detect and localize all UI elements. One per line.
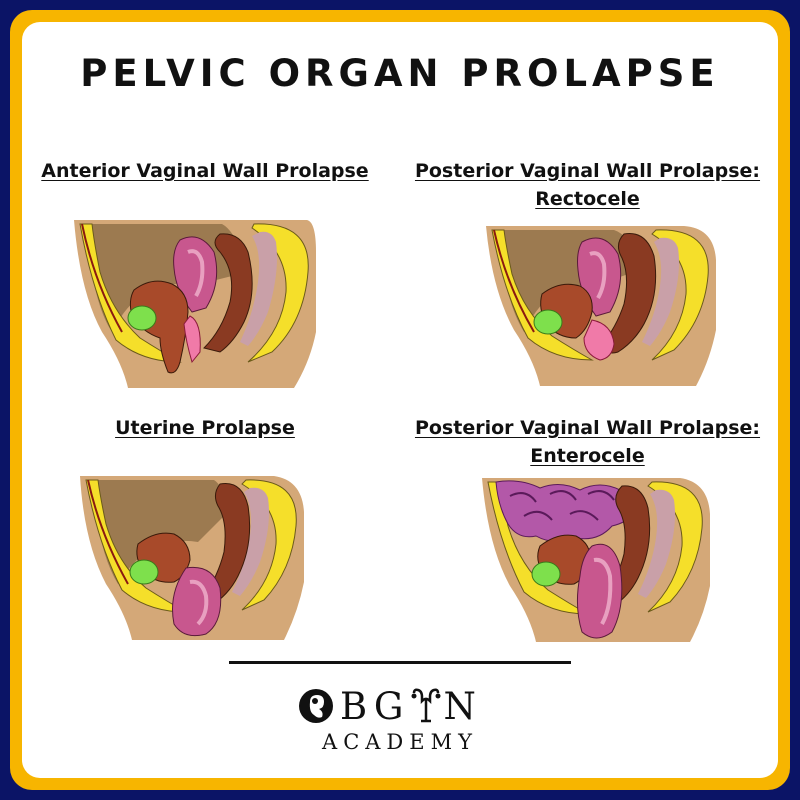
logo-wordmark: BG N — [340, 685, 482, 728]
page-title: PELVIC ORGAN PROLAPSE — [80, 52, 720, 95]
panel-label-uterine: Uterine Prolapse — [115, 417, 295, 439]
logo-subtitle: ACADEMY — [322, 730, 478, 754]
uterus-icon — [411, 688, 441, 723]
logo-letters-left: BG — [340, 684, 410, 728]
enterocele-diagram — [482, 478, 710, 642]
panel-label-anterior: Anterior Vaginal Wall Prolapse — [41, 160, 369, 182]
fetus-icon — [299, 689, 333, 723]
content-card — [22, 22, 778, 778]
rectocele-diagram — [486, 226, 716, 386]
panel-label-rectocele: Posterior Vaginal Wall Prolapse: Rectoce… — [414, 160, 761, 210]
divider-line — [229, 661, 571, 664]
obgyn-academy-logo: BG N — [298, 685, 508, 728]
logo-letters-right: N — [443, 684, 482, 728]
uterine-prolapse-diagram — [80, 476, 304, 640]
panel-label-enterocele: Posterior Vaginal Wall Prolapse: Enteroc… — [414, 417, 761, 467]
anterior-prolapse-diagram — [74, 220, 316, 388]
